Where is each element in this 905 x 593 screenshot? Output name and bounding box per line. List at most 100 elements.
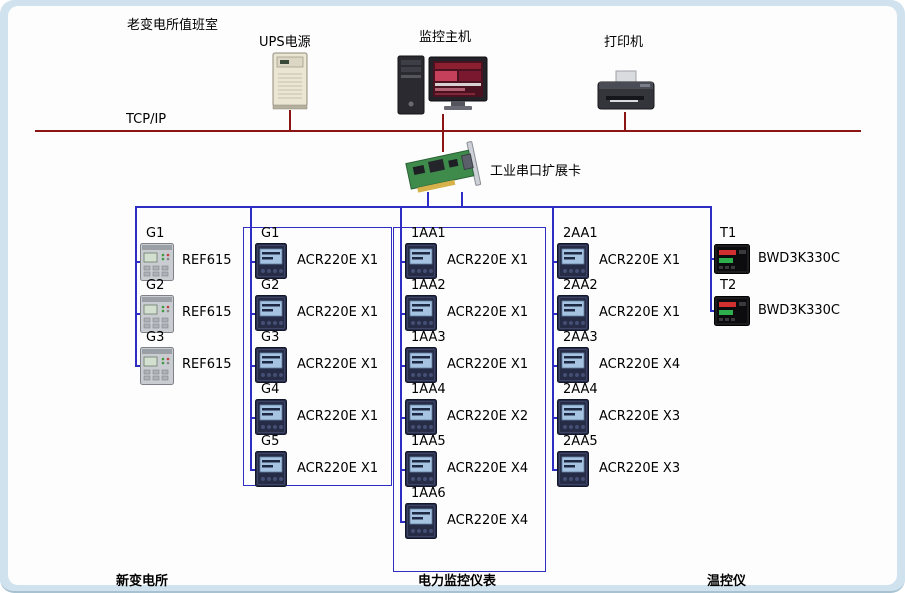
item-2aa2: 2AA2 ACR220E X1 [552, 278, 695, 332]
footer-power-meters: 电力监控仪表 [418, 574, 497, 589]
acr-meter-icon [255, 347, 287, 383]
acr-meter-icon [255, 399, 287, 435]
item-2aa4: 2AA4 ACR220E X3 [552, 382, 695, 436]
item-1aa5: 1AA5 ACR220E X4 [400, 434, 543, 488]
device-model: ACR220E X1 [599, 305, 681, 320]
acr-meter-icon [557, 451, 589, 487]
device-tag: 1AA3 [411, 330, 446, 345]
card-stub-right-line [461, 192, 463, 206]
host-card-line [442, 132, 444, 152]
device-tag: T1 [720, 226, 737, 241]
connector-stub [400, 469, 405, 471]
connector-stub [250, 365, 255, 367]
device-model: ACR220E X1 [447, 305, 529, 320]
bus-col-2aa [552, 206, 554, 470]
device-model: ACR220E X1 [297, 461, 379, 476]
device-tag: G4 [261, 382, 280, 397]
acr-meter-icon [405, 503, 437, 539]
device-model: BWD3K330C [758, 303, 841, 318]
item-acrg-g4: G4 ACR220E X1 [250, 382, 393, 436]
acr-meter-icon [557, 399, 589, 435]
monitor-host-icon [396, 54, 491, 116]
bus-col-ref [135, 206, 137, 366]
connector-stub [552, 469, 557, 471]
acr-meter-icon [405, 399, 437, 435]
device-model: ACR220E X3 [599, 409, 681, 424]
device-tag: T2 [720, 278, 737, 293]
serial-card-label: 工业串口扩展卡 [490, 164, 582, 179]
acr-meter-icon [405, 295, 437, 331]
acr-meter-icon [255, 243, 287, 279]
device-tag: G1 [146, 226, 165, 241]
connector-stub [135, 365, 140, 367]
device-model: ACR220E X1 [447, 357, 529, 372]
item-2aa3: 2AA3 ACR220E X4 [552, 330, 695, 384]
bus-col-1aa [400, 206, 402, 522]
bwd-controller-icon [714, 296, 750, 326]
device-model: ACR220E X1 [297, 253, 379, 268]
item-temp-t2: T2 BWD3K330C [712, 278, 852, 332]
device-model: ACR220E X4 [447, 461, 529, 476]
item-2aa5: 2AA5 ACR220E X3 [552, 434, 695, 488]
card-stub-left-line [427, 192, 429, 206]
device-model: REF615 [182, 357, 232, 372]
device-tag: 2AA3 [563, 330, 598, 345]
field-bus-hline [135, 206, 712, 208]
bus-col-temp [710, 206, 712, 312]
device-tag: 1AA1 [411, 226, 446, 241]
device-model: ACR220E X1 [297, 305, 379, 320]
connector-stub [552, 313, 557, 315]
connector-stub [712, 258, 714, 260]
item-acrg-g2: G2 ACR220E X1 [250, 278, 393, 332]
device-tag: G2 [146, 278, 165, 293]
acr-meter-icon [557, 347, 589, 383]
device-tag: G3 [146, 330, 165, 345]
device-tag: G2 [261, 278, 280, 293]
connector-stub [552, 417, 557, 419]
item-ref-g1: G1 REF615 [135, 226, 278, 280]
printer-icon [596, 70, 656, 112]
ref615-relay-icon [140, 347, 174, 385]
device-tag: 2AA2 [563, 278, 598, 293]
item-1aa2: 1AA2 ACR220E X1 [400, 278, 543, 332]
item-1aa4: 1AA4 ACR220E X2 [400, 382, 543, 436]
connector-stub [400, 417, 405, 419]
host-drop-line [442, 114, 444, 130]
item-ref-g2: G2 REF615 [135, 278, 278, 332]
device-model: ACR220E X4 [599, 357, 681, 372]
device-model: ACR220E X4 [447, 513, 529, 528]
footer-new-substation: 新变电所 [116, 574, 169, 589]
acr-meter-icon [255, 451, 287, 487]
device-model: REF615 [182, 305, 232, 320]
connector-stub [400, 261, 405, 263]
device-tag: 1AA5 [411, 434, 446, 449]
device-tag: G5 [261, 434, 280, 449]
acr-meter-icon [557, 295, 589, 331]
connector-stub [135, 313, 140, 315]
device-model: ACR220E X1 [297, 409, 379, 424]
item-acrg-g3: G3 ACR220E X1 [250, 330, 393, 384]
item-2aa1: 2AA1 ACR220E X1 [552, 226, 695, 280]
host-label: 监控主机 [419, 30, 472, 45]
item-1aa1: 1AA1 ACR220E X1 [400, 226, 543, 280]
device-tag: 1AA4 [411, 382, 446, 397]
bwd-controller-icon [714, 244, 750, 274]
item-temp-t1: T1 BWD3K330C [712, 226, 852, 280]
item-1aa6: 1AA6 ACR220E X4 [400, 486, 543, 540]
connector-stub [250, 261, 255, 263]
connector-stub [552, 365, 557, 367]
connector-stub [552, 261, 557, 263]
device-tag: 2AA4 [563, 382, 598, 397]
device-model: REF615 [182, 253, 232, 268]
acr-meter-icon [405, 451, 437, 487]
item-1aa3: 1AA3 ACR220E X1 [400, 330, 543, 384]
bus-col-acr-g [250, 206, 252, 470]
item-acrg-g1: G1 ACR220E X1 [250, 226, 393, 280]
group-box-acr-g [243, 227, 392, 486]
printer-label: 打印机 [604, 35, 644, 50]
connector-stub [250, 417, 255, 419]
ups-icon [272, 52, 308, 110]
acr-meter-icon [255, 295, 287, 331]
room-title: 老变电所值班室 [127, 18, 219, 33]
